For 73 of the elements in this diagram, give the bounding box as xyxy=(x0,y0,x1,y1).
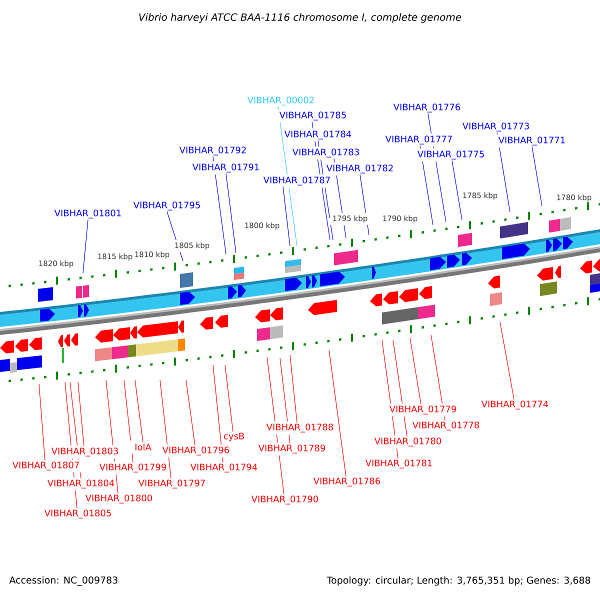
gene-label: VIBHAR_01792 xyxy=(179,146,246,156)
gene-label: VIBHAR_01788 xyxy=(266,424,334,432)
leader-line xyxy=(226,173,236,254)
gene-label: VIBHAR_01794 xyxy=(190,464,258,472)
leader-line xyxy=(532,146,542,206)
gene-label: VIBHAR_01799 xyxy=(99,464,166,472)
genome-info-text: Topology: circular; Length: 3,765,351 bp; Genes: 3,688 xyxy=(326,576,590,586)
leader-line xyxy=(410,338,422,405)
leader-line xyxy=(428,113,446,222)
gene-label: VIBHAR_01789 xyxy=(258,444,326,454)
gene-label: VIBHAR_01800 xyxy=(85,494,152,504)
gene-label: VIBHAR_01797 xyxy=(138,480,205,488)
leader-line xyxy=(212,364,224,463)
leader-line xyxy=(124,380,134,463)
accession-text: Accession: NC_009783 xyxy=(9,576,118,586)
leader-line xyxy=(38,384,46,461)
gene-label: cysB xyxy=(224,432,244,442)
leader-line xyxy=(64,382,78,509)
gene-label: VIBHAR_01801 xyxy=(54,210,121,218)
leader-line xyxy=(160,380,172,479)
leader-line xyxy=(134,380,144,443)
gene-label: VIBHAR_01781 xyxy=(365,460,432,468)
gene-label: VIBHAR_01784 xyxy=(284,130,352,140)
gene-label: VIBHAR_01795 xyxy=(133,202,200,210)
gene-label: VIBHAR_01783 xyxy=(292,148,359,158)
leader-line xyxy=(496,132,510,212)
gene-label: VIBHAR_00002 xyxy=(247,96,314,106)
leader-line xyxy=(452,160,462,220)
leader-line xyxy=(318,140,334,240)
leader-line xyxy=(312,121,330,240)
leader-line xyxy=(106,380,118,494)
leader-line xyxy=(78,382,84,447)
leader-line xyxy=(334,158,346,238)
gene-label: IolA xyxy=(135,444,152,450)
leader-line xyxy=(186,380,196,446)
leader-line xyxy=(278,106,298,246)
leader-line xyxy=(420,145,434,226)
leader-line xyxy=(224,364,234,432)
leader-line xyxy=(266,356,284,495)
gene-label: VIBHAR_01791 xyxy=(192,164,259,172)
leader-line xyxy=(212,156,226,254)
leader-line xyxy=(430,334,446,421)
gene-label: VIBHAR_01805 xyxy=(44,510,111,518)
leader-line xyxy=(382,340,398,459)
leader-line xyxy=(392,340,408,437)
leader-line xyxy=(70,382,82,479)
gene-label: VIBHAR_01804 xyxy=(47,480,114,488)
gene-label: VIBHAR_01779 xyxy=(389,406,456,414)
gene-label: VIBHAR_01786 xyxy=(313,478,380,486)
gene-label: VIBHAR_01790 xyxy=(251,496,318,504)
gene-label: VIBHAR_01778 xyxy=(412,422,480,430)
gene-label: VIBHAR_01796 xyxy=(162,446,230,456)
leader-line xyxy=(290,354,298,423)
gene-label: VIBHAR_01776 xyxy=(393,104,460,112)
leader-line xyxy=(166,211,184,262)
leader-line xyxy=(280,358,290,444)
gene-label: VIBHAR_01803 xyxy=(51,448,118,456)
gene-label: VIBHAR_01787 xyxy=(263,176,330,186)
gene-label: VIBHAR_01807 xyxy=(12,462,79,470)
gene-label: VIBHAR_01782 xyxy=(326,164,393,174)
gene-label: VIBHAR_01777 xyxy=(385,136,452,144)
gene-label: VIBHAR_01780 xyxy=(374,438,442,446)
gene-label: VIBHAR_01771 xyxy=(498,136,565,146)
leader-line xyxy=(360,174,370,236)
gene-label: VIBHAR_01773 xyxy=(462,122,529,132)
leader-line xyxy=(500,322,514,400)
leader-line xyxy=(82,219,88,274)
gene-label: VIBHAR_01775 xyxy=(417,150,484,160)
leader-line xyxy=(328,350,346,477)
title: Vibrio harveyi ATCC BAA-1116 chromosome I, complete genome xyxy=(139,13,462,23)
gene-label: VIBHAR_01774 xyxy=(481,400,548,410)
leader-line xyxy=(282,186,290,246)
gene-label: VIBHAR_01785 xyxy=(279,112,346,120)
